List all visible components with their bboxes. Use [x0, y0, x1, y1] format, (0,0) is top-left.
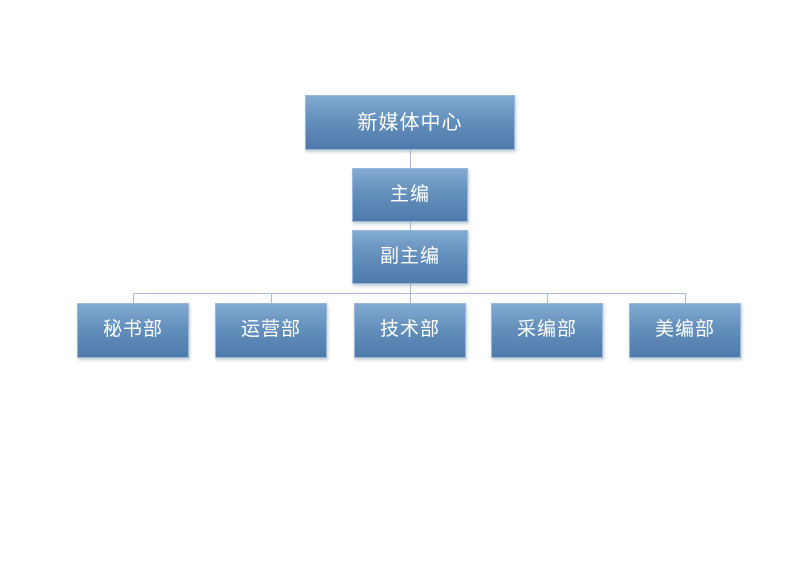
connector-root-to-editor	[410, 150, 411, 168]
org-node-root-label: 新媒体中心	[357, 111, 463, 134]
org-node-editor-label: 主编	[389, 183, 430, 205]
connector-horizontal-bus	[133, 293, 686, 294]
org-node-root: 新媒体中心	[305, 95, 515, 150]
org-node-deputy-editor-label: 副主编	[379, 245, 440, 267]
org-node-dept-technology-label: 技术部	[379, 319, 440, 341]
org-node-dept-art: 美编部	[629, 303, 741, 358]
org-node-dept-secretary: 秘书部	[77, 303, 189, 358]
org-node-dept-secretary-label: 秘书部	[102, 319, 163, 341]
org-node-deputy-editor: 副主编	[352, 230, 468, 284]
org-node-dept-technology: 技术部	[354, 303, 466, 358]
org-node-dept-operations-label: 运营部	[240, 319, 301, 341]
connector-drop-dept-2	[271, 293, 272, 303]
connector-drop-dept-5	[685, 293, 686, 303]
connector-deputy-to-bus	[410, 284, 411, 294]
connector-drop-dept-3	[410, 293, 411, 303]
connector-drop-dept-1	[133, 293, 134, 303]
org-node-dept-art-label: 美编部	[654, 319, 715, 341]
connector-editor-to-deputy	[410, 222, 411, 230]
org-node-dept-operations: 运营部	[215, 303, 327, 358]
org-node-dept-editing-label: 采编部	[516, 319, 577, 341]
org-node-dept-editing: 采编部	[491, 303, 603, 358]
org-node-editor: 主编	[352, 168, 468, 222]
connector-drop-dept-4	[547, 293, 548, 303]
